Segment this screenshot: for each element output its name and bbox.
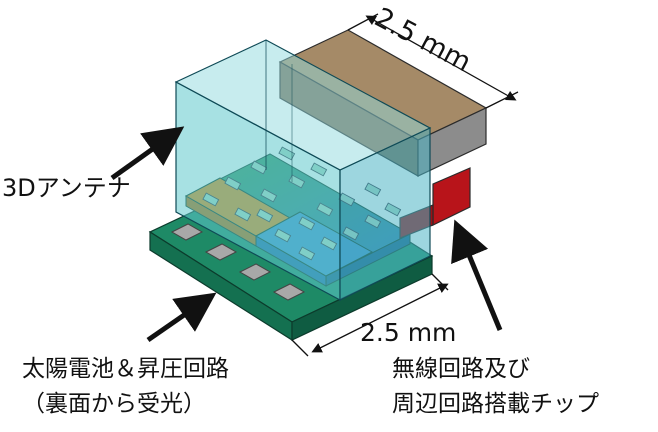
- solar-cell-pads: [170, 223, 306, 301]
- dimension-right-label: 2.5 mm: [360, 318, 457, 347]
- antenna-pointer-arrow: [110, 126, 185, 181]
- chip-label: 無線回路及び 周辺回路搭載チップ: [392, 352, 599, 422]
- chip-label-line2: 周辺回路搭載チップ: [392, 391, 599, 417]
- solar-label-line2: （裏面から受光）: [22, 391, 206, 417]
- antenna-label: 3Dアンテナ: [2, 174, 131, 202]
- dimension-top: [347, 13, 519, 109]
- dimension-right: [291, 273, 449, 357]
- chip-label-line1: 無線回路及び: [392, 356, 530, 382]
- solar-cell-label: 太陽電池＆昇圧回路 （裏面から受光）: [22, 352, 229, 422]
- solar-pointer-arrow: [146, 292, 217, 343]
- antenna-3d-box: [174, 39, 432, 302]
- chip-pointer-arrow: [451, 219, 503, 331]
- solar-label-line1: 太陽電池＆昇圧回路: [22, 356, 229, 382]
